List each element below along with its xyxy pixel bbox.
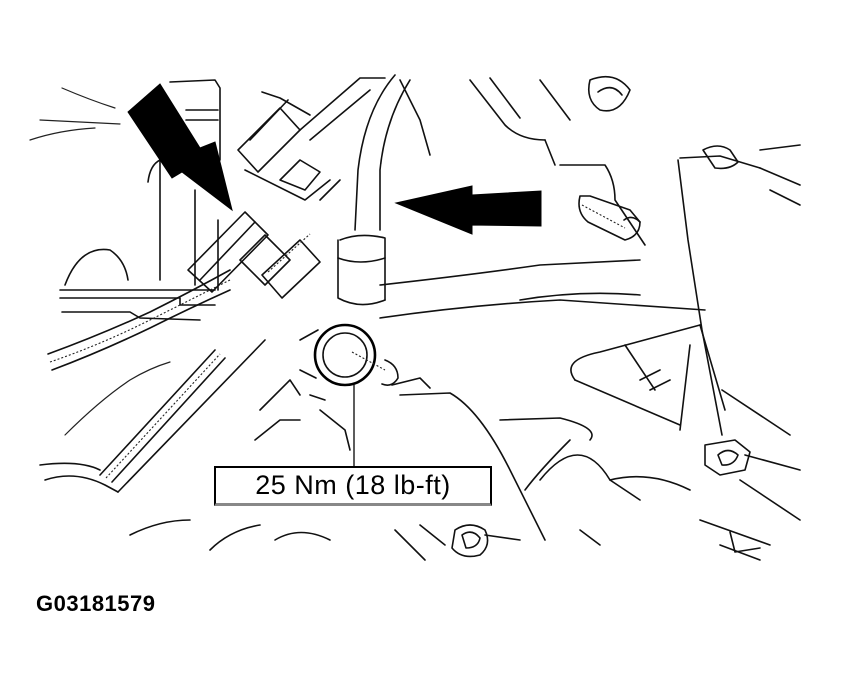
diagonal-pointer-arrow <box>127 83 233 212</box>
horizontal-pointer-arrow <box>394 185 542 235</box>
sensor-assembly <box>299 323 431 401</box>
torque-callout: 25 Nm (18 lb-ft) <box>214 466 492 506</box>
background-linework <box>29 74 801 561</box>
figure-id: G03181579 <box>36 591 156 616</box>
torque-label: 25 Nm (18 lb-ft) <box>255 470 451 500</box>
